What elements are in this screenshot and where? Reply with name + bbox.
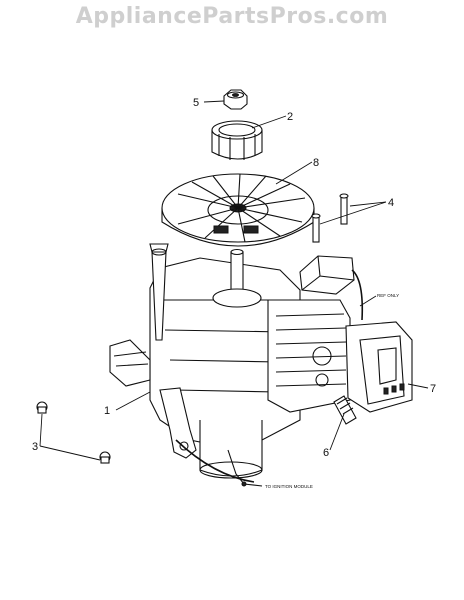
part-2-starter-cup [211, 120, 263, 160]
ignition-module [299, 255, 364, 321]
part-8-flywheel [161, 173, 315, 247]
leader-lines [39, 100, 429, 461]
part-1-control-linkage [109, 339, 255, 483]
callout-7: 7 [430, 383, 436, 395]
callout-5: 5 [193, 97, 199, 109]
part-5-nut [223, 89, 248, 110]
ref-only-note: REF ONLY [377, 293, 399, 298]
engine-block [149, 257, 301, 479]
part-7-muffler [345, 321, 413, 413]
ignition-wire [227, 449, 263, 487]
callout-3: 3 [32, 441, 38, 453]
watermark-text: AppliancePartsPros.com [75, 4, 389, 29]
part-6-spark-plug [333, 395, 357, 425]
cylinder [267, 299, 351, 413]
callout-6: 6 [323, 447, 329, 459]
callout-labels: 5 2 8 4 1 3 6 7 REF ONLY TO IGNITION MOD… [32, 97, 436, 489]
to-ignition-module-note: TO IGNITION MODULE [265, 484, 313, 489]
part-4-studs [311, 193, 349, 243]
callout-1: 1 [104, 405, 110, 417]
callout-8: 8 [313, 157, 319, 169]
callout-4: 4 [388, 197, 394, 209]
dipstick-tube [149, 243, 169, 341]
callout-2: 2 [287, 111, 293, 123]
part-3-screws [36, 401, 111, 464]
crankshaft [212, 248, 262, 308]
